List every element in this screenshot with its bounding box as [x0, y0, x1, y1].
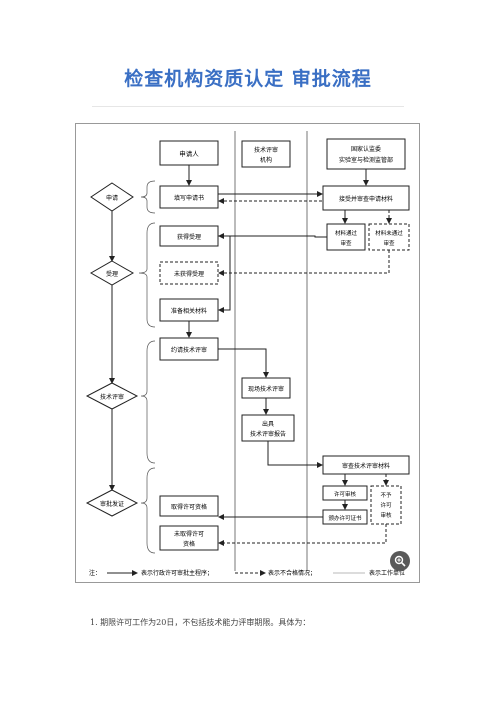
onsite-review-label: 现场技术评审	[248, 385, 284, 393]
bracket-apply	[140, 180, 156, 214]
stage-accept-label: 受理	[106, 270, 118, 278]
box-fill-application: 填写申请书	[159, 185, 219, 209]
box-prepare-materials: 准备相关材料	[159, 298, 219, 322]
issue-certificate-label: 颁办许可证书	[328, 514, 362, 522]
title-divider	[92, 106, 404, 107]
legend-prefix: 注：	[89, 569, 101, 577]
box-review-materials: 审查技术评审材料	[322, 455, 410, 475]
box-issue-report: 出具 技术评审报告	[241, 414, 295, 442]
cnca-label-2: 实验室与检测监管部	[339, 156, 393, 164]
issue-report-label-2: 技术评审报告	[250, 430, 286, 438]
bracket-accept	[138, 222, 156, 328]
issue-report-label-1: 出具	[262, 420, 274, 428]
legend-dashed-label: 表示不合格情况；	[268, 569, 316, 577]
no-permit-label-1: 未取得许可	[174, 530, 204, 538]
tech-review-org-label-2: 机构	[260, 156, 272, 164]
column-header-tech-review-org: 技术评审 机构	[241, 140, 291, 168]
obtain-permit-label: 取得许可资格	[171, 503, 207, 511]
zoom-in-icon[interactable]	[390, 551, 410, 571]
box-not-accepted: 未获得受理	[159, 261, 219, 285]
stage-accept: 受理	[89, 260, 135, 286]
bracket-approve	[140, 467, 156, 554]
tech-review-org-label-1: 技术评审	[254, 146, 278, 154]
applicant-label: 申请人	[179, 149, 199, 158]
bracket-tech-review	[140, 340, 156, 464]
box-not-permit: 不予 许可 审核	[370, 485, 402, 525]
stage-apply-label: 申请	[106, 194, 118, 202]
term-note: 1. 期限许可工作为20日，不包括技术能力评审期限。具体为：	[90, 618, 311, 627]
box-permit-approve: 许可审核	[322, 485, 368, 501]
material-pass-label-2: 审查	[340, 239, 352, 247]
document-title: 检查机构资质认定 审批流程	[124, 68, 372, 90]
stage-approve: 审批发证	[85, 489, 139, 517]
box-obtain-permit: 取得许可资格	[159, 495, 219, 517]
not-permit-label-3: 审核	[380, 511, 392, 519]
legend-thin-label: 表示工作单位	[369, 569, 405, 577]
prepare-materials-label: 准备相关材料	[171, 307, 207, 315]
material-fail-label-2: 审查	[383, 239, 395, 247]
legend: 注： 表示行政许可审批主程序； 表示不合格情况； 表示工作单位	[89, 569, 405, 577]
box-invite-review: 约请技术评审	[159, 337, 219, 361]
stage-tech-review-label: 技术评审	[100, 393, 124, 401]
approval-flowchart: 申请 受理 技术评审 审批发证 申请人 技术评审 机构 国家认监委 实验室与检测…	[75, 123, 420, 583]
stage-approve-label: 审批发证	[100, 500, 124, 508]
no-permit-label-2: 资格	[183, 540, 195, 548]
not-accepted-label: 未获得受理	[174, 270, 204, 278]
not-permit-label-1: 不予	[380, 491, 392, 499]
material-pass-label-1: 材料通过	[335, 229, 358, 237]
permit-approve-label: 许可审核	[334, 490, 357, 498]
box-receive-application: 接受并审查申请材料	[322, 185, 410, 211]
accepted-label: 获得受理	[177, 233, 201, 241]
fill-application-label: 填写申请书	[174, 194, 204, 202]
review-materials-label: 审查技术评审材料	[342, 462, 390, 470]
legend-solid-label: 表示行政许可审批主程序；	[141, 569, 213, 577]
box-issue-certificate: 颁办许可证书	[322, 509, 368, 525]
box-material-pass: 材料通过 审查	[326, 223, 366, 251]
not-permit-label-2: 许可	[380, 501, 392, 509]
column-header-applicant: 申请人	[159, 140, 219, 166]
invite-review-label: 约请技术评审	[171, 346, 207, 354]
receive-application-label: 接受并审查申请材料	[339, 195, 393, 203]
stage-apply: 申请	[90, 182, 134, 212]
column-header-cnca: 国家认监委 实验室与检测监管部	[326, 138, 406, 170]
box-no-permit: 未取得许可 资格	[159, 525, 219, 551]
box-material-fail: 材料未通过 审查	[368, 223, 410, 251]
material-fail-label-1: 材料未通过	[375, 229, 403, 237]
box-onsite-review: 现场技术评审	[241, 377, 291, 399]
cnca-label-1: 国家认监委	[351, 145, 381, 153]
box-accepted: 获得受理	[159, 225, 219, 247]
stage-tech-review: 技术评审	[85, 382, 139, 410]
